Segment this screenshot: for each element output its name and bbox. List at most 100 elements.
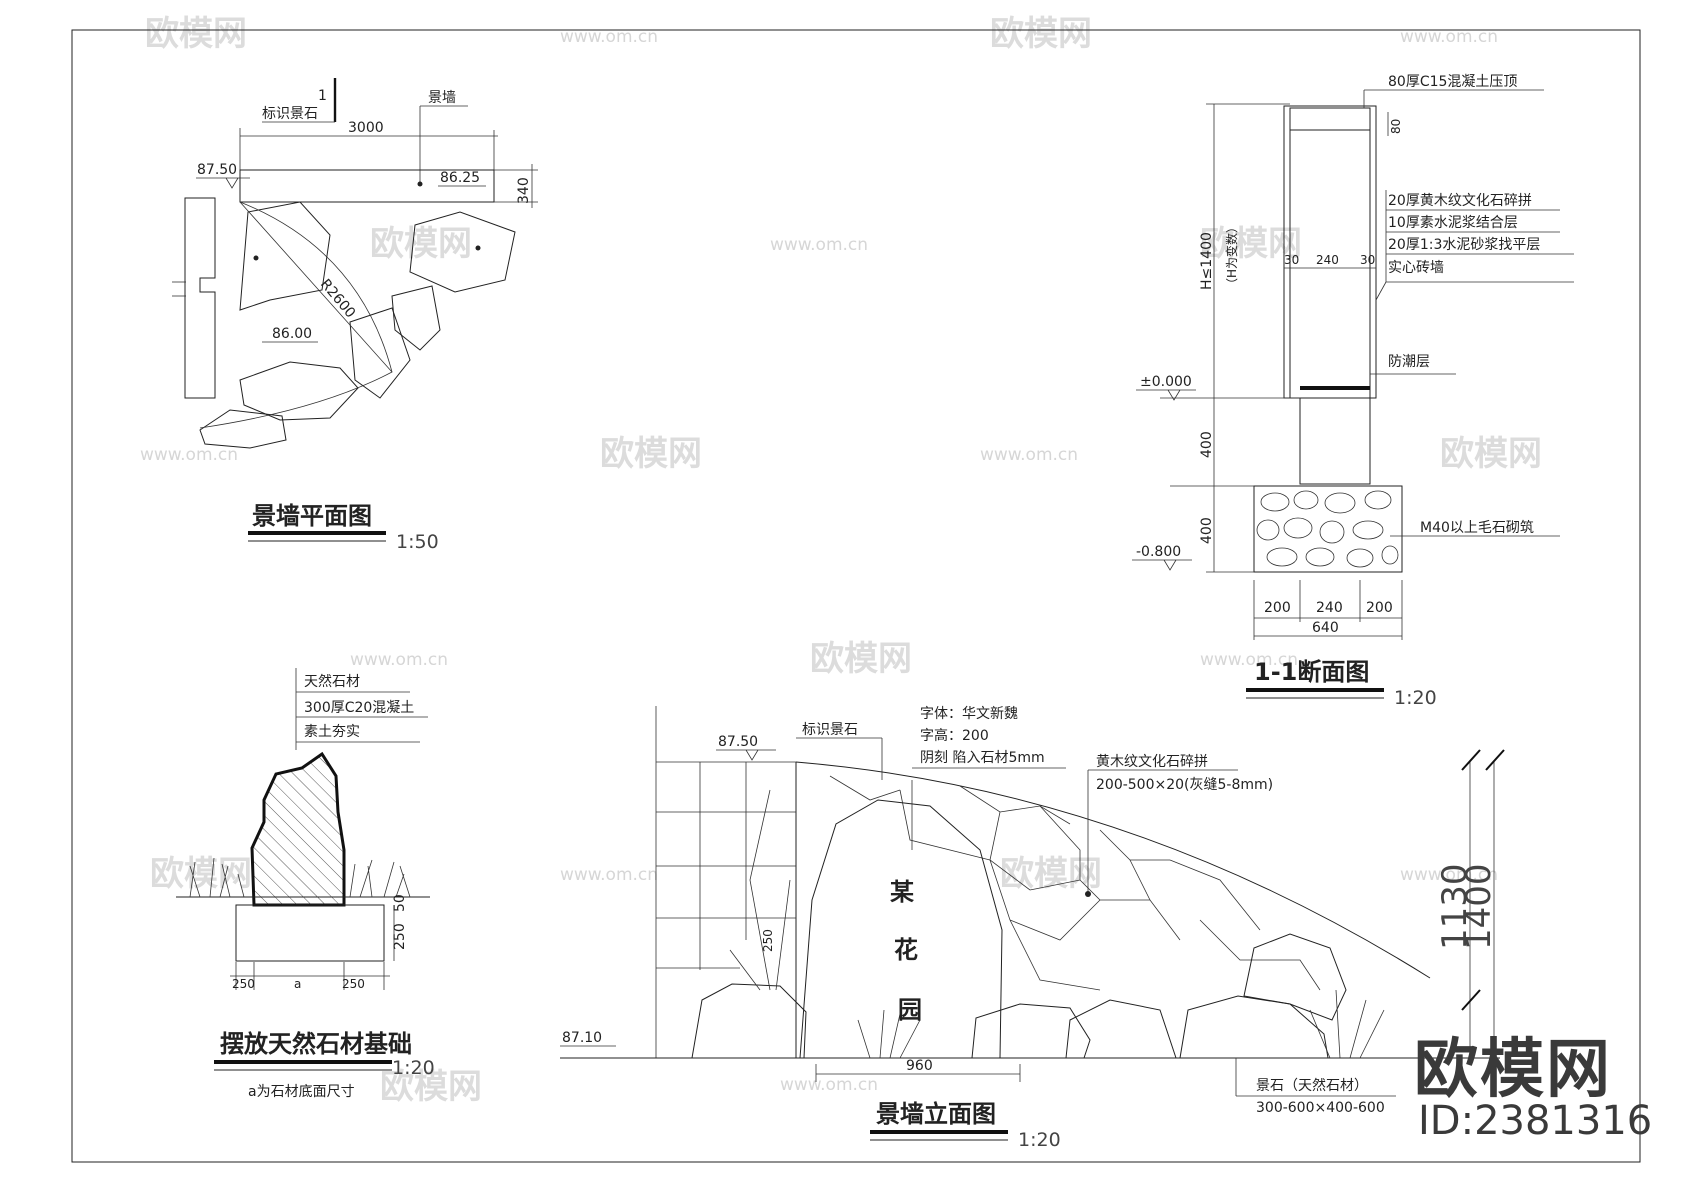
watermark-url: www.om.cn [980, 445, 1078, 465]
arc-edge [199, 201, 393, 429]
note-damp: 防潮层 [1388, 354, 1430, 370]
section-base-2: 240 [1316, 600, 1343, 616]
plan-elev-wall: 86.25 [440, 170, 480, 186]
elev-bottom: 87.10 [562, 1030, 602, 1046]
rock [1179, 995, 1329, 1059]
font-note-3: 阴刻 陷入石材5mm [920, 750, 1045, 766]
watermark-brand: 欧模网 [150, 854, 252, 894]
note-rubble: M40以上毛石砌筑 [1420, 520, 1534, 536]
grass-tufts [189, 857, 411, 898]
plan-stone-label: 标识景石 [262, 106, 318, 122]
watermark-brand: 欧模网 [370, 224, 472, 264]
found-dim-w3: 250 [342, 977, 365, 991]
plan-view: 1 标识景石 景墙 3000 340 87.50 86.25 R [172, 78, 538, 553]
elev-marker [1167, 389, 1181, 401]
leader-dot [1085, 891, 1091, 897]
wall-plan [239, 169, 495, 203]
rock [1243, 933, 1347, 1021]
section-dim-v2: 400 [1199, 517, 1215, 544]
found-note-1: 天然石材 [304, 673, 360, 690]
stone-outline [239, 201, 331, 311]
plan-elev-left: 87.50 [197, 162, 237, 178]
section-notes: 80厚C15混凝土压顶 20厚黄木纹文化石碎拼 10厚素水泥浆结合层 20厚1:… [1363, 74, 1574, 537]
watermark-brand: 欧模网 [600, 434, 702, 474]
plan-title: 景墙平面图 [252, 502, 372, 530]
elev-dim-small: 250 [761, 929, 775, 952]
watermark-url: www.om.cn [1400, 27, 1498, 47]
cultured-stone-pattern [829, 775, 1321, 991]
found-dim-h2: 50 [392, 894, 408, 912]
plan-dim-length: 3000 [348, 120, 384, 136]
section-base-1: 200 [1264, 600, 1291, 616]
section-dim-wall-1: 30 [1284, 253, 1299, 267]
elev-scale: 1:20 [1018, 1129, 1061, 1151]
note-cladding: 20厚黄木纹文化石碎拼 [1388, 192, 1532, 209]
leader [1375, 281, 1387, 301]
stone-outline [199, 409, 287, 449]
stone-outline [349, 307, 411, 399]
found-footnote: a为石材底面尺寸 [248, 1084, 355, 1100]
watermark-url: www.om.cn [560, 27, 658, 47]
watermark-brand: 欧模网 [1440, 434, 1542, 474]
elev-stone-label: 标识景石 [802, 722, 858, 738]
radius-line [239, 201, 393, 373]
found-dim-w1: 250 [232, 977, 255, 991]
elev-dim-h2: 1400 [1459, 863, 1499, 950]
wall-crown [795, 761, 1431, 979]
rock [1065, 999, 1177, 1059]
plan-wall-label: 景墙 [428, 90, 456, 106]
dim-tick [1485, 749, 1505, 771]
watermark-url: www.om.cn [350, 650, 448, 670]
plan-elev-ground: 86.00 [272, 326, 312, 342]
stone-outline [391, 285, 441, 351]
elev-marker [1163, 559, 1177, 571]
stone-outline [239, 361, 359, 421]
watermark-brand: 欧模网 [810, 639, 912, 679]
watermark-url: www.om.cn [780, 1075, 878, 1095]
section-dim-wall-3: 30 [1360, 253, 1375, 267]
plants [729, 789, 1385, 1059]
found-dim-h1: 250 [392, 923, 408, 950]
watermark-url: www.om.cn [560, 865, 658, 885]
carving-char-2: 花 [894, 936, 918, 964]
elev-dim-width: 960 [906, 1058, 933, 1074]
elevation-view: 87.50 某 花 园 87.10 [560, 706, 1505, 1151]
note-brick: 实心砖墙 [1388, 260, 1444, 276]
elev-marker [225, 177, 239, 189]
plan-scale: 1:50 [396, 531, 439, 553]
section-height: H≤1400 [1199, 232, 1215, 290]
footing-wall [1299, 397, 1371, 485]
note-slurry: 10厚素水泥浆结合层 [1388, 215, 1518, 231]
coping [1289, 107, 1371, 131]
sign-stone [799, 799, 1003, 1059]
font-note-2: 字高：200 [920, 727, 989, 744]
elev-title: 景墙立面图 [876, 1100, 996, 1128]
found-note-3: 素土夯实 [304, 724, 360, 740]
watermark-brand: 欧模网 [1000, 854, 1102, 894]
stone-dot [253, 255, 259, 261]
found-note-2: 300厚C20混凝土 [304, 700, 414, 716]
plan-dim-depth: 340 [516, 177, 532, 204]
section-base-total: 640 [1312, 620, 1339, 636]
section-dim-v1: 400 [1199, 431, 1215, 458]
elev-marker [745, 749, 759, 761]
section-dim-wall-2: 240 [1316, 253, 1339, 267]
cladding-note-2: 200-500×20(灰缝5-8mm) [1096, 777, 1273, 793]
watermark-url: www.om.cn [770, 235, 868, 255]
note-mortar: 20厚1:3水泥砂浆找平层 [1388, 237, 1540, 253]
dim-tick [1461, 989, 1481, 1011]
leader-dot [417, 181, 423, 187]
watermark-layer: 欧模网 www.om.cn 欧模网 www.om.cn 欧模网 www.om.c… [140, 14, 1542, 1107]
found-title: 摆放天然石材基础 [220, 1030, 412, 1058]
watermark-brand: 欧模网 [1200, 224, 1302, 264]
elev-top: 87.50 [718, 734, 758, 750]
section-scale: 1:20 [1394, 687, 1437, 709]
section-view: H≤1400 （H为变数） 400 400 ±0.000 -0.800 80 3… [1132, 74, 1574, 709]
carving-char-1: 某 [890, 878, 914, 906]
cladding-note-1: 黄木纹文化石碎拼 [1096, 753, 1208, 770]
rock [971, 1003, 1091, 1059]
brand-id: ID:2381316 [1418, 1098, 1653, 1144]
watermark-url: www.om.cn [140, 445, 238, 465]
font-note-1: 字体：华文新魏 [920, 706, 1018, 722]
